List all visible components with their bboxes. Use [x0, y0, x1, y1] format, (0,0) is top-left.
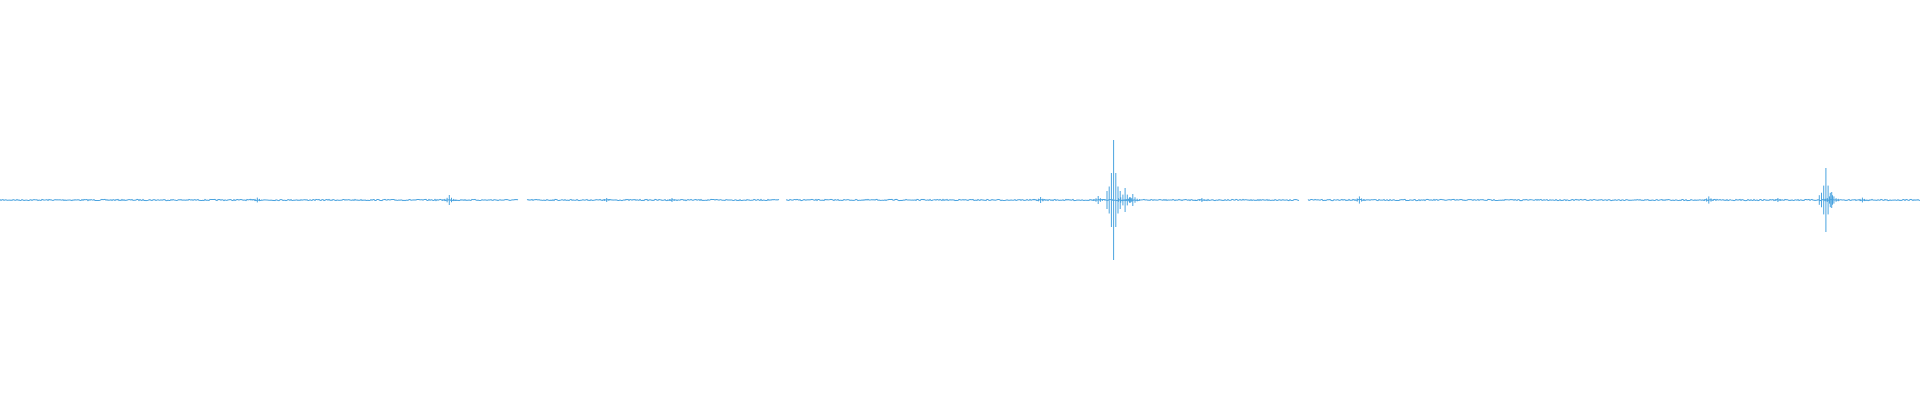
- waveform-baseline: [0, 198, 1920, 202]
- waveform-trace: [0, 140, 1920, 260]
